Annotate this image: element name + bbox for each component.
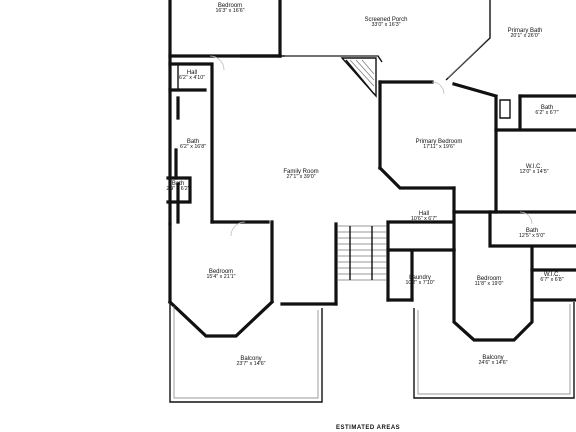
room-name: Hall (418, 211, 430, 218)
wall-wic-lower (530, 268, 576, 302)
room-name: Primary Bedroom (415, 139, 463, 146)
room-dims: 23'7" x 14'6" (236, 361, 266, 368)
wall-bath-small (166, 176, 192, 204)
wall-hall-mid (386, 186, 456, 252)
room-label-primary-bath: Primary Bath 20'1" x 26'0" (508, 28, 543, 40)
room-dims: 6'2" x 6'7" (535, 110, 559, 117)
room-name: Balcony (240, 356, 262, 363)
room-name: Bath (186, 139, 200, 146)
balcony-left-rail (169, 304, 323, 403)
room-dims: 15'4" x 21'1" (206, 274, 236, 281)
bath-right-fixture (499, 99, 511, 119)
room-name: W.I.C. (543, 272, 561, 279)
room-dims: 33'0" x 16'3" (371, 22, 401, 29)
room-label-screened-porch: Screened Porch 33'0" x 16'3" (364, 17, 407, 29)
room-dims: 10'6" x 6'7" (410, 216, 438, 223)
door-swings (209, 55, 533, 237)
balcony-right-rail (413, 302, 575, 399)
room-name: Primary Bath (507, 28, 543, 35)
room-dims: 12'0" x 14'5" (519, 169, 549, 176)
wall-family-room-bottom (210, 220, 274, 302)
balcony-right-inner (417, 304, 571, 395)
room-label-wic-upper: W.I.C. 12'0" x 14'5" (519, 164, 548, 176)
room-name: Bedroom (217, 3, 243, 10)
room-dims: 17'11" x 19'6" (423, 144, 455, 151)
stair-corner (340, 57, 377, 98)
room-label-bedroom-top: Bedroom 16'3" x 16'6" (215, 3, 244, 15)
room-name: Family Room (283, 169, 319, 176)
room-dims: 6'7" x 6'8" (540, 277, 564, 284)
room-dims: 12'5" x 5'0" (518, 233, 546, 240)
room-label-balcony-right: Balcony 24'6" x 14'6" (478, 355, 507, 367)
room-name: Balcony (482, 355, 504, 362)
room-label-bedroom-right: Bedroom 11'8" x 19'0" (475, 276, 504, 288)
room-dims: 6'2" x 16'8" (179, 144, 207, 151)
room-dims: 2'9" x 6'2" (166, 186, 190, 193)
wall-primary-bedroom (377, 80, 456, 190)
room-name: Bath (171, 181, 185, 188)
estimated-areas-heading: ESTIMATED AREAS (336, 425, 401, 431)
room-name: Laundry (409, 275, 431, 282)
room-dims: 10'2" x 7'10" (405, 280, 435, 287)
wall-bedroom-right (452, 246, 534, 342)
wall-bottom-center (280, 298, 414, 306)
room-label-family-room: Family Room 27'1" x 39'0" (283, 169, 318, 181)
room-dims: 11'8" x 19'0" (474, 281, 504, 288)
wall-stairs (334, 222, 390, 306)
room-dims: 24'6" x 14'6" (478, 360, 508, 367)
room-name: Bedroom (476, 276, 502, 283)
wall-hall-top (168, 62, 214, 224)
wall-bath-mid (488, 210, 576, 248)
balcony-left-inner (173, 306, 319, 399)
room-dims: 20'1" x 26'0" (510, 33, 540, 40)
room-label-hall-mid: Hall 10'6" x 6'7" (411, 211, 437, 223)
room-label-bath-small: Bath 2'9" x 6'2" (166, 181, 189, 193)
room-dims: 27'1" x 39'0" (286, 174, 316, 181)
room-label-bath-mid: Bath 12'5" x 5'0" (519, 228, 545, 240)
room-name: W.I.C. (525, 164, 543, 171)
room-label-bath-left: Bath 6'2" x 16'8" (180, 139, 206, 151)
wall-bedroom-left (167, 299, 275, 338)
room-name: Bedroom (208, 269, 234, 276)
stairs (338, 225, 386, 281)
room-label-balcony-left: Balcony 23'7" x 14'6" (236, 356, 265, 368)
room-label-wic-lower: W.I.C. 6'7" x 6'8" (540, 272, 563, 284)
porch-screen (285, 39, 488, 79)
room-dims: 6'2" x 4'10" (178, 75, 206, 82)
room-name: Screened Porch (364, 17, 408, 24)
room-label-laundry: Laundry 10'2" x 7'10" (405, 275, 434, 287)
room-label-primary-bedroom: Primary Bedroom 17'11" x 19'6" (416, 139, 463, 151)
room-dims: 16'3" x 16'6" (215, 8, 245, 15)
room-label-hall-top: Hall 6'2" x 4'10" (179, 70, 205, 82)
room-name: Bath (540, 105, 554, 112)
room-label-bedroom-left: Bedroom 15'4" x 21'1" (206, 269, 235, 281)
room-name: Hall (186, 70, 198, 77)
room-name: Bath (525, 228, 539, 235)
wall-bath-right (494, 94, 576, 132)
room-label-bath-right: Bath 6'2" x 6'7" (535, 105, 558, 117)
wall-primary-bath-bottom (452, 82, 576, 98)
stair-corner-lines (349, 59, 375, 87)
wall-laundry (386, 248, 456, 302)
